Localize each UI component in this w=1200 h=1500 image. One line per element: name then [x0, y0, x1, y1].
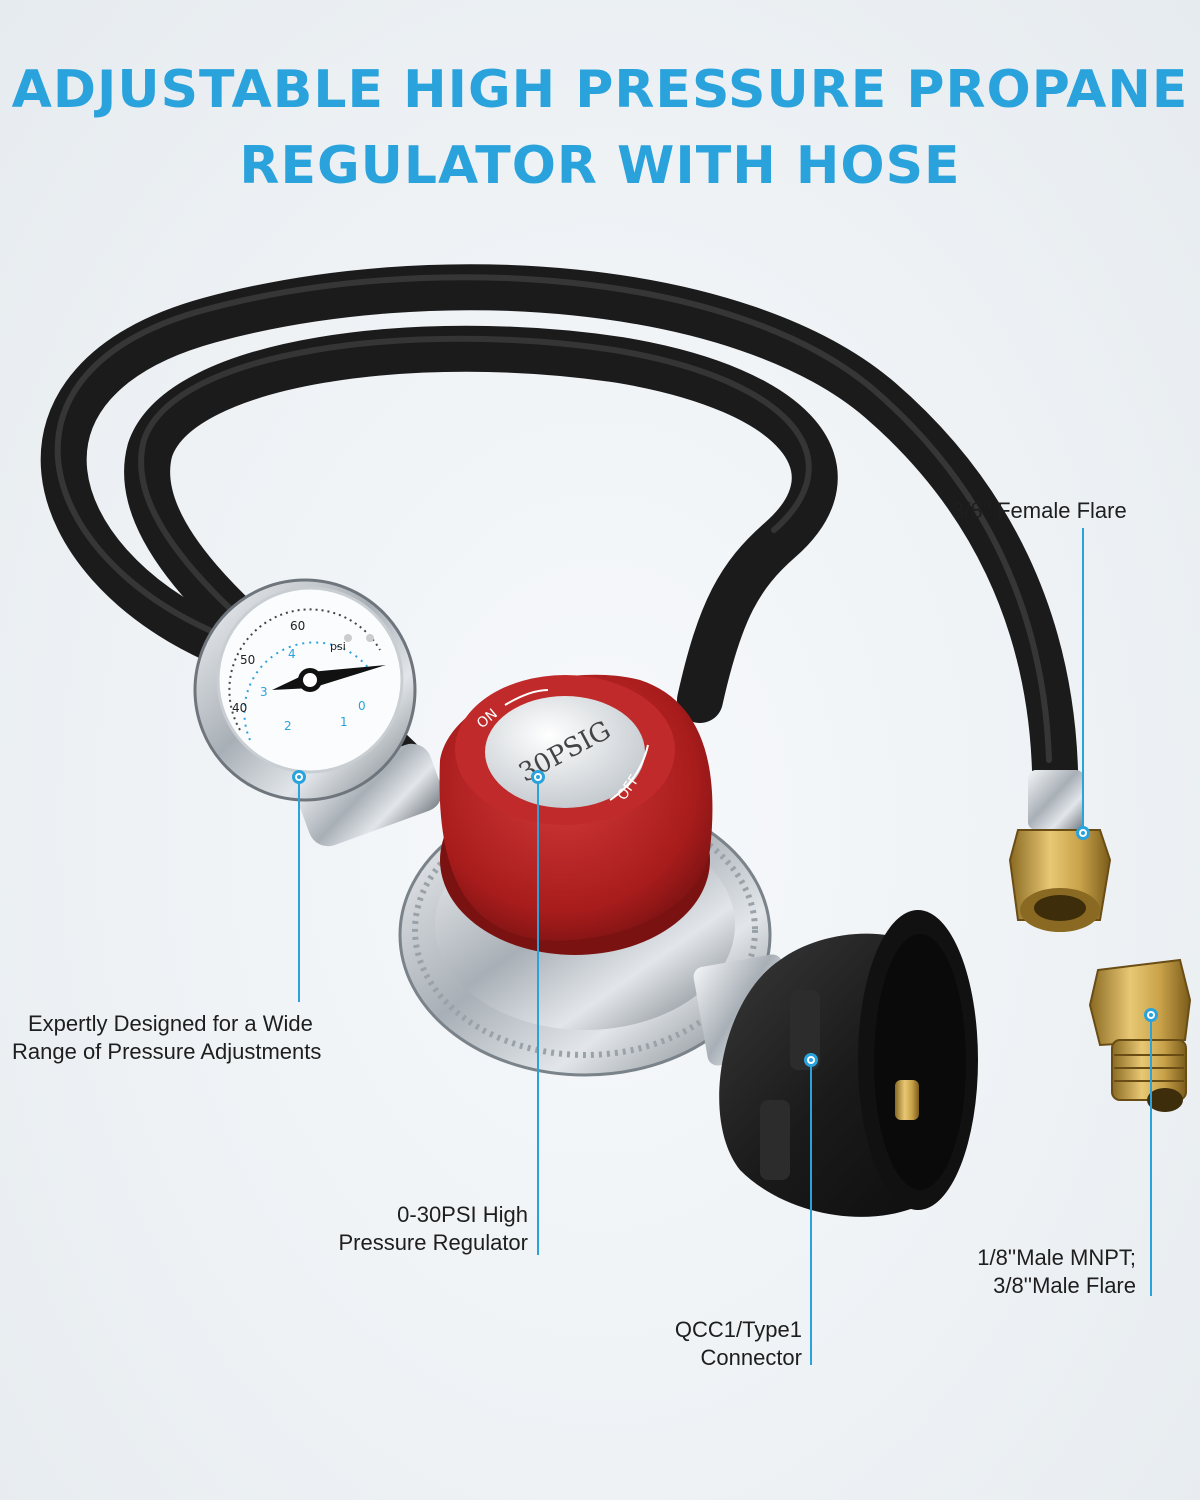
callout-qcc1-line-1: QCC1/Type1 — [674, 1317, 802, 1342]
callout-male-line — [1150, 1014, 1152, 1296]
male-flare-fitting — [1088, 958, 1192, 1112]
callout-wide-range-line-2: Range of Pressure Adjustments — [12, 1039, 322, 1064]
callout-regulator-label: 0-30PSI High Pressure Regulator — [306, 1201, 528, 1257]
headline-line-2: REGULATOR WITH HOSE — [239, 136, 961, 196]
callout-regulator-dot — [531, 770, 545, 784]
gauge-scale-1: 1 — [340, 715, 348, 729]
gauge-scale-0: 0 — [358, 699, 366, 713]
callout-qcc1-line-2: Connector — [700, 1345, 802, 1370]
female-flare-fitting — [1008, 770, 1112, 932]
qcc1-connector — [693, 910, 978, 1217]
callout-wide-range-label: Expertly Designed for a Wide Range of Pr… — [12, 1010, 321, 1066]
callout-qcc1-line — [810, 1060, 812, 1365]
callout-male-dot — [1144, 1008, 1158, 1022]
callout-female-flare-line — [1082, 528, 1084, 828]
callout-regulator-line-2: Pressure Regulator — [338, 1230, 528, 1255]
gauge-scale-2: 2 — [284, 719, 292, 733]
callout-qcc1-label: QCC1/Type1 Connector — [660, 1316, 802, 1372]
headline: ADJUSTABLE HIGH PRESSURE PROPANE REGULAT… — [0, 52, 1200, 204]
callout-female-flare-label: 3/8'' Female Flare — [952, 498, 1127, 523]
callout-male-line-1: 1/8''Male MNPT; — [977, 1245, 1136, 1270]
callout-qcc1-dot — [804, 1053, 818, 1067]
callout-wide-range-dot — [292, 770, 306, 784]
adjustment-knob: 30PSIG ON OFF — [439, 674, 713, 955]
callout-wide-range-line-1: Expertly Designed for a Wide — [28, 1011, 313, 1036]
gauge-scale-3: 3 — [260, 685, 268, 699]
callout-female-flare-dot — [1076, 826, 1090, 840]
callout-male-label: 1/8''Male MNPT; 3/8''Male Flare — [956, 1244, 1136, 1300]
gauge-scale-4: 4 — [288, 647, 296, 661]
gauge-scale-50: 50 — [240, 653, 255, 667]
gauge-scale-60: 60 — [290, 619, 305, 633]
headline-line-1: ADJUSTABLE HIGH PRESSURE PROPANE — [11, 60, 1189, 120]
callout-wide-range-line — [298, 775, 300, 1002]
gauge-unit: psi — [330, 640, 346, 653]
callout-regulator-line — [537, 775, 539, 1255]
pressure-gauge: 40 50 60 0 1 2 3 4 psi — [193, 578, 417, 802]
callout-male-line-2: 3/8''Male Flare — [993, 1273, 1136, 1298]
callout-regulator-line-1: 0-30PSI High — [397, 1202, 528, 1227]
gauge-scale-40: 40 — [232, 701, 247, 715]
